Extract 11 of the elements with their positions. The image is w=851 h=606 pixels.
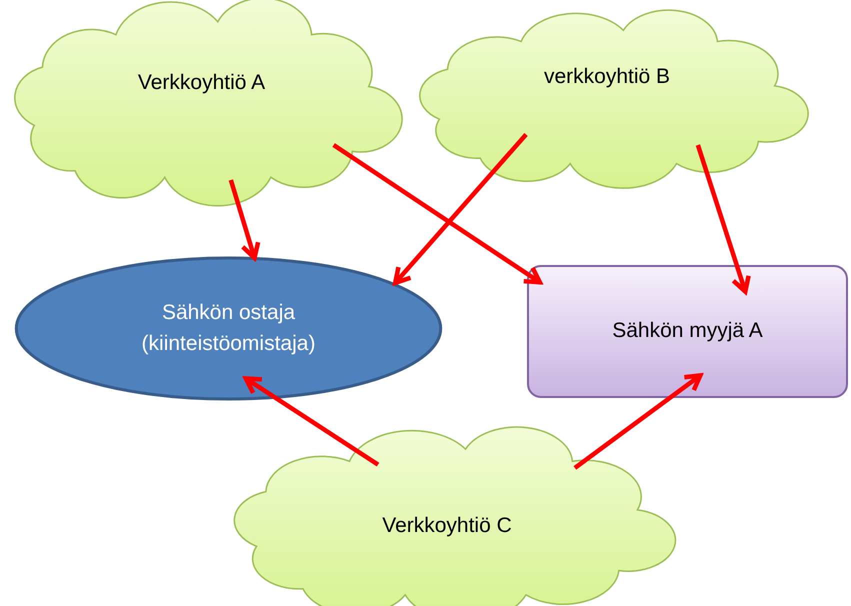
node-label: Verkkoyhtiö C bbox=[382, 512, 512, 539]
node-label: Sähkön myyjä A bbox=[612, 318, 763, 344]
arrow bbox=[332, 143, 542, 285]
node-label: verkkoyhtiö B bbox=[544, 64, 670, 90]
arrow bbox=[244, 376, 380, 466]
rounded-box bbox=[527, 265, 848, 398]
arrow bbox=[574, 373, 703, 470]
arrow bbox=[696, 144, 751, 294]
arrow bbox=[392, 133, 528, 286]
node-label: Verkkoyhtiö A bbox=[138, 70, 266, 96]
arrow bbox=[228, 179, 260, 260]
